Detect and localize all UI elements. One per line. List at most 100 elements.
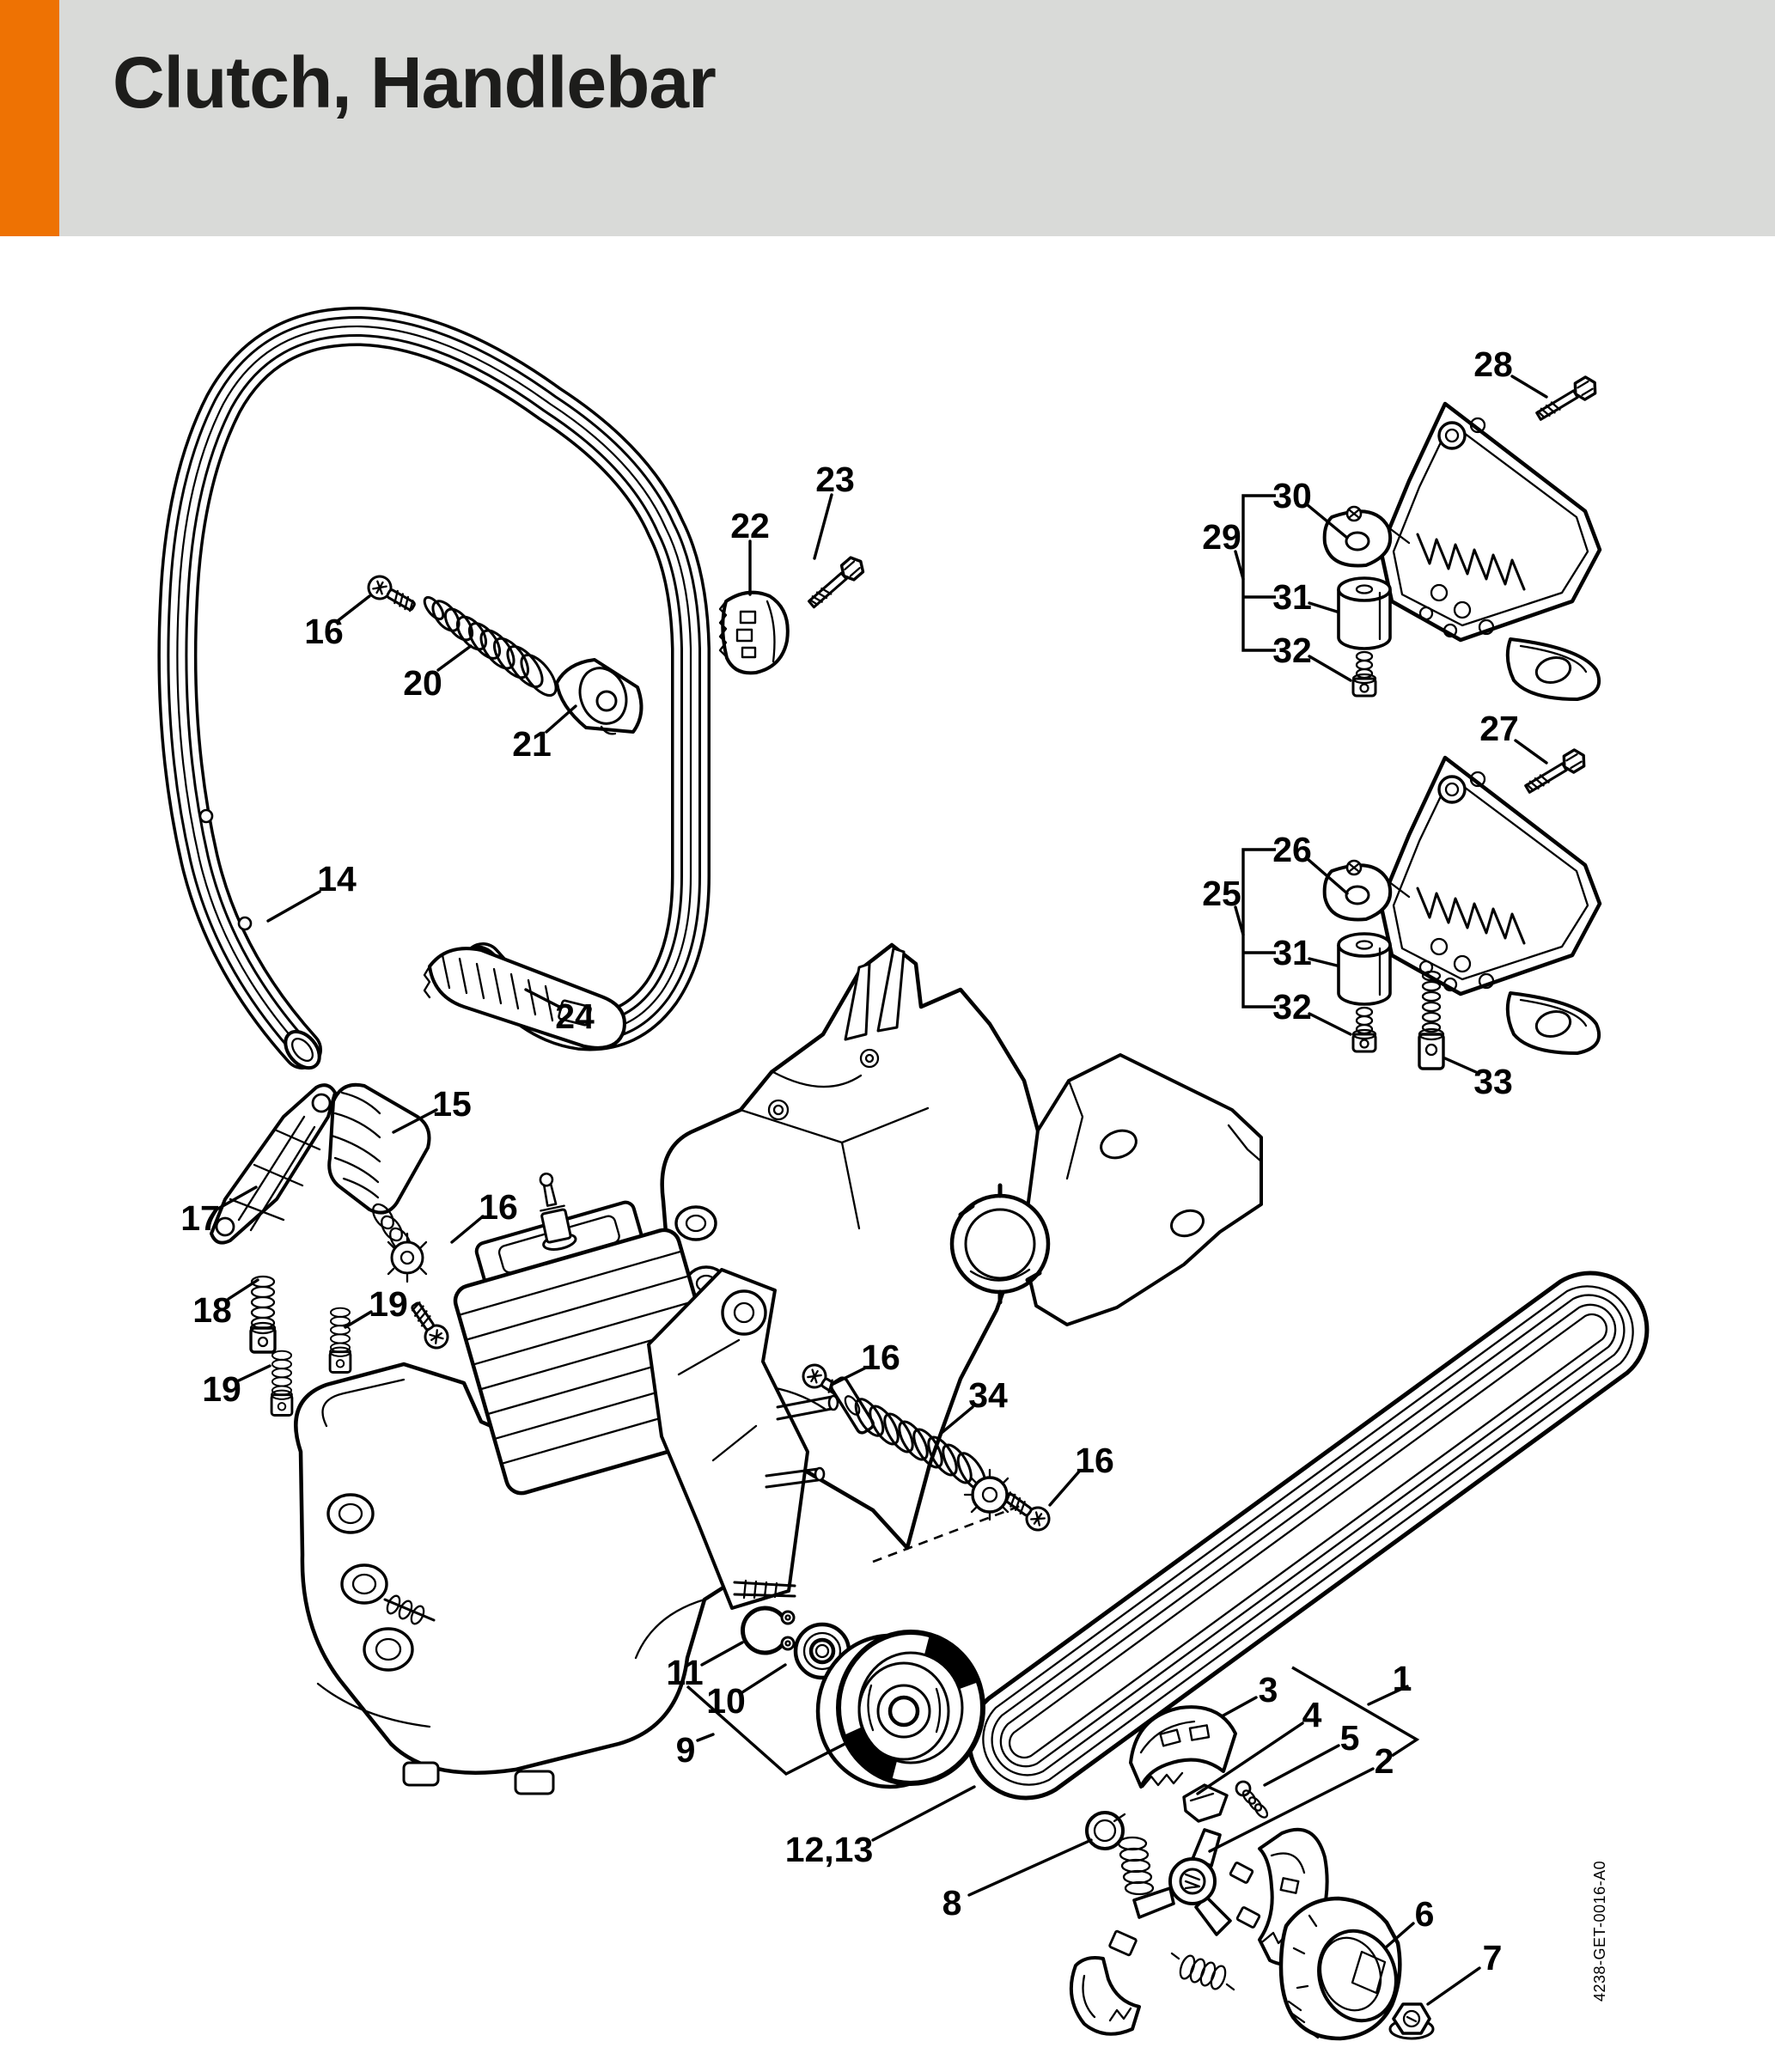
callout-leader-line <box>1196 1722 1304 1795</box>
grip-15-drawing <box>327 1082 431 1283</box>
callout-leader-line <box>524 988 561 1009</box>
callout-leader-line <box>545 704 577 734</box>
callout-leader-line <box>1367 1685 1409 1706</box>
part-callout-1: 1 <box>1393 1659 1412 1698</box>
callout-leader-line <box>227 1278 259 1301</box>
callout-leader-line <box>1234 550 1245 581</box>
callout-leader-line <box>696 1733 715 1742</box>
callout-leader-line <box>700 1641 744 1667</box>
part-callout-28: 28 <box>1473 344 1513 384</box>
callout-leader-line <box>1220 1696 1258 1718</box>
callout-group-bracket <box>686 1685 863 1776</box>
clutch-drum-6-drawing <box>1278 1896 1402 2041</box>
screw-32-lower-drawing <box>1351 1006 1377 1053</box>
part-callout-32: 32 <box>1272 631 1312 670</box>
assembly-axis-dashed-line <box>872 1503 1023 1563</box>
part-callout-15: 15 <box>432 1084 472 1124</box>
callout-leader-line <box>1234 905 1245 936</box>
handlebar-drawing <box>157 306 711 1070</box>
belt-pulley-drawing <box>815 1630 985 1789</box>
part-callout-16: 16 <box>479 1187 518 1227</box>
callout-leader-line <box>741 1663 787 1694</box>
snap-ring-11-drawing <box>741 1606 796 1655</box>
screw-28-drawing <box>1532 373 1601 426</box>
callout-group-bracket <box>1241 848 1276 1009</box>
part-callout-16: 16 <box>1075 1441 1114 1480</box>
v-belt-drawing <box>967 1271 1650 1801</box>
callout-leader-line <box>1306 503 1349 539</box>
screw-19b-drawing <box>270 1350 294 1417</box>
cone-21-drawing <box>555 658 644 735</box>
callout-layer: 2830293132272625313233232216202114241517… <box>180 344 1548 2006</box>
callout-leader-line <box>1306 857 1349 895</box>
part-callout-7: 7 <box>1483 1938 1503 1978</box>
part-callout-6: 6 <box>1415 1894 1435 1934</box>
part-callout-18: 18 <box>192 1290 232 1330</box>
callout-group-bracket <box>1241 494 1276 652</box>
part-callout-20: 20 <box>403 663 442 703</box>
part-callout-17: 17 <box>180 1198 220 1238</box>
callout-leader-line <box>1443 1057 1478 1074</box>
callout-leader-line <box>813 493 833 560</box>
screw-32-upper-drawing <box>1351 650 1377 698</box>
page-title: Clutch, Handlebar <box>113 42 717 123</box>
spark-plug-drawing <box>539 1172 577 1251</box>
callout-leader-line <box>344 1310 373 1329</box>
part-callout-4: 4 <box>1302 1695 1322 1734</box>
engine-drawing <box>294 1172 839 1795</box>
part-callout-29: 29 <box>1202 517 1241 557</box>
screw-16a-drawing <box>363 570 420 619</box>
buffer-31-lower-drawing <box>1337 932 1392 1006</box>
callout-leader-line <box>1308 655 1352 682</box>
callout-leader-line <box>1308 601 1339 613</box>
header-band <box>0 0 1775 236</box>
clutch-parts-drawing <box>1069 1705 1329 2036</box>
part-callout-10: 10 <box>706 1681 746 1721</box>
part-callout-25: 25 <box>1202 874 1241 913</box>
grip-shell-22-drawing <box>718 590 790 675</box>
part-callout-30: 30 <box>1272 476 1312 515</box>
callout-group-bracket <box>1291 1666 1420 1758</box>
part-callout-19: 19 <box>369 1284 408 1324</box>
callout-leader-line <box>436 644 473 672</box>
callout-leader-line <box>1208 1767 1375 1853</box>
drawing-part-code: 4238-GET-0016-A0 <box>1591 1861 1608 2002</box>
callout-leader-line <box>967 1838 1093 1897</box>
part-callout-8: 8 <box>942 1883 962 1923</box>
spring-screw-19a-drawing <box>328 1307 352 1374</box>
callout-leader-line <box>871 1785 976 1842</box>
part-callout-5: 5 <box>1340 1718 1360 1758</box>
part-callout-16: 16 <box>861 1338 900 1377</box>
bolt-23-drawing <box>803 552 869 613</box>
callout-leader-line <box>940 1405 974 1435</box>
bracket-17-drawing <box>210 1083 337 1245</box>
exploded-parts-diagram: 4238-GET-0016-A0 28302931322726253132332… <box>157 306 1650 2041</box>
buffer-31-upper-drawing <box>1337 576 1392 650</box>
screw-33-drawing <box>1418 970 1445 1070</box>
part-callout-16: 16 <box>304 612 344 651</box>
screw-16b-drawing <box>404 1296 454 1354</box>
part-callout-12-13: 12,13 <box>785 1830 874 1869</box>
callout-leader-line <box>215 1185 258 1211</box>
callout-leader-line <box>830 1367 866 1386</box>
callout-leader-line <box>1426 1966 1481 2006</box>
handlebar-mount-lower-drawing <box>1325 758 1600 1053</box>
callout-leader-line <box>266 890 321 923</box>
callout-leader-line <box>1263 1744 1340 1787</box>
screw-27-drawing <box>1521 746 1590 799</box>
callout-leader-line <box>337 594 371 622</box>
part-callout-3: 3 <box>1259 1670 1278 1709</box>
part-callout-11: 11 <box>666 1653 703 1692</box>
spring-screw-18-drawing <box>249 1275 277 1354</box>
handlebar-mount-upper-drawing <box>1325 404 1600 699</box>
callout-leader-line <box>450 1215 485 1244</box>
part-callout-26: 26 <box>1272 830 1312 869</box>
part-callout-32: 32 <box>1272 987 1312 1027</box>
part-callout-14: 14 <box>317 859 357 899</box>
callout-leader-line <box>392 1108 438 1134</box>
grip-cover-24-drawing <box>423 947 626 1050</box>
part-callout-34: 34 <box>968 1375 1008 1415</box>
callout-leader-line <box>1308 1012 1352 1036</box>
part-callout-19: 19 <box>202 1369 241 1409</box>
